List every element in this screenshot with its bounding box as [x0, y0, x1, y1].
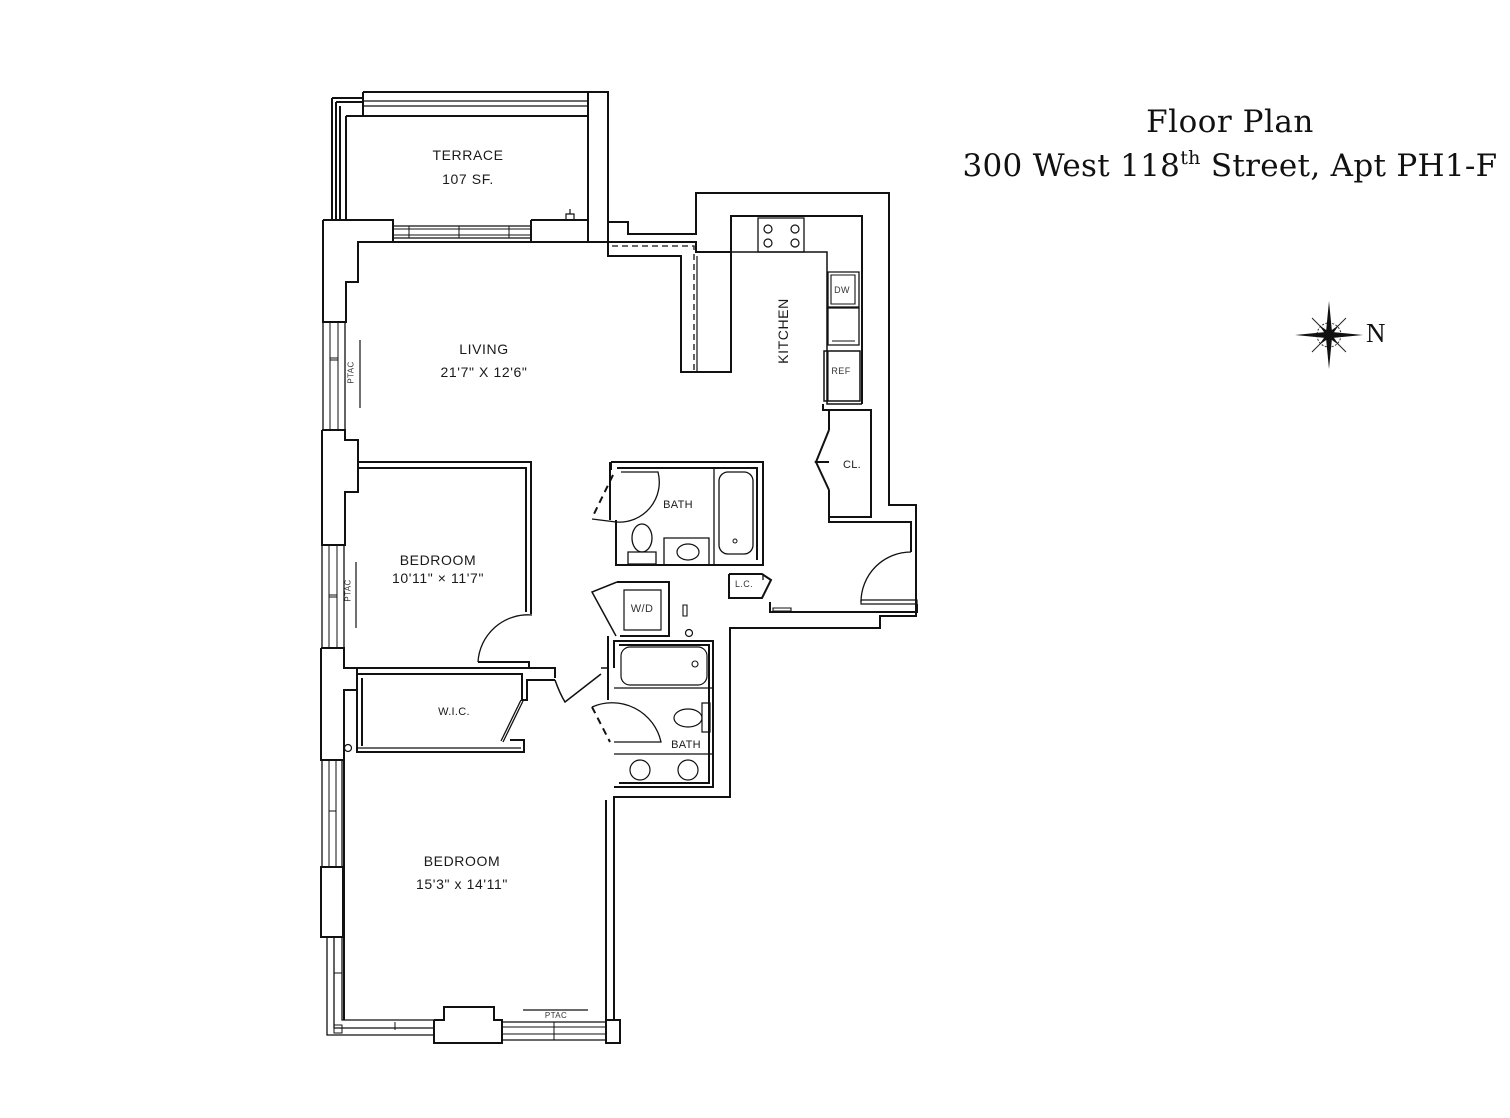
interior-walls [344, 193, 917, 1020]
kitchen-label: KITCHEN [775, 298, 791, 364]
terrace-area: 107 SF. [442, 171, 494, 187]
terrace-window [393, 226, 531, 238]
dishwasher-label: DW [834, 285, 850, 295]
bath-2-label: BATH [671, 739, 701, 751]
ptac-bedroom-1-label: PTAC [343, 579, 353, 602]
living-label: LIVING [459, 341, 509, 357]
closet-label: CL. [842, 459, 862, 471]
bedroom-2-dimensions: 15'3" x 14'11" [416, 876, 508, 892]
bedroom-1-label: BEDROOM [399, 552, 477, 568]
bedroom-2-label: BEDROOM [423, 853, 501, 869]
terrace-label: TERRACE [432, 147, 504, 163]
ptac-living-label: PTAC [346, 361, 356, 384]
linen-closet-label: L.C. [734, 579, 754, 589]
wic-label: W.I.C. [438, 706, 470, 718]
bath-1-label: BATH [663, 499, 693, 511]
compass-rose-icon [1295, 301, 1363, 369]
address-rest: Street, Apt PH1-F [1200, 148, 1498, 184]
ptac-bedroom-2-label: PTAC [544, 1011, 568, 1020]
address-street-number: 300 West 118 [962, 148, 1181, 184]
title-block: Floor Plan 300 West 118th Street, Apt PH… [960, 100, 1500, 188]
washer-dryer-label: W/D [630, 603, 654, 615]
bedroom-1-dimensions: 10'11" × 11'7" [391, 570, 485, 586]
address-ordinal: th [1180, 147, 1201, 169]
address: 300 West 118th Street, Apt PH1-F [960, 144, 1500, 188]
page-title: Floor Plan [1146, 104, 1314, 140]
living-dimensions: 21'7" X 12'6" [440, 364, 528, 380]
refrigerator-label: REF [831, 366, 851, 376]
terrace-outline [332, 92, 608, 242]
north-label: N [1366, 318, 1386, 348]
